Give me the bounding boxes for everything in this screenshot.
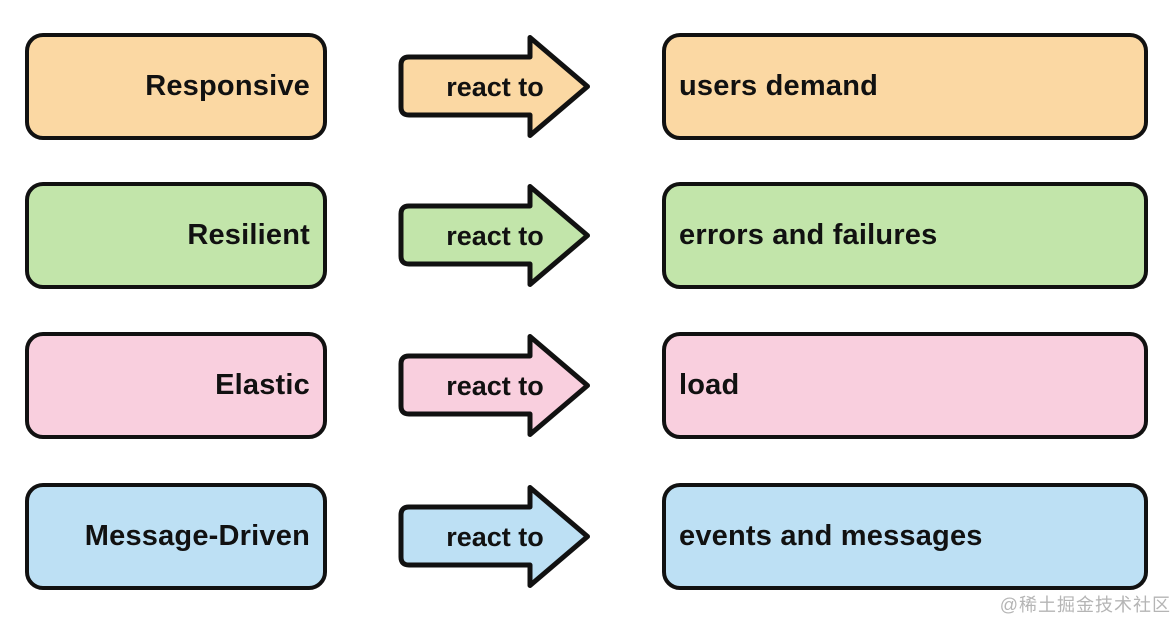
trait-label: Elastic [215, 369, 310, 401]
diagram-row: Elastic react to load [0, 332, 1176, 439]
diagram-row: Resilient react to errors and failures [0, 182, 1176, 289]
trait-box: Resilient [25, 182, 327, 289]
target-box: users demand [662, 33, 1148, 140]
trait-box: Responsive [25, 33, 327, 140]
target-box: events and messages [662, 483, 1148, 590]
arrow-shape [398, 485, 590, 588]
arrow-shape [398, 184, 590, 287]
react-to-arrow: react to [398, 35, 590, 138]
target-box: load [662, 332, 1148, 439]
target-label: users demand [679, 70, 879, 102]
arrow-label: react to [446, 371, 544, 401]
target-label: events and messages [679, 520, 983, 552]
trait-label: Message-Driven [84, 520, 310, 552]
arrow-shape [398, 334, 590, 437]
watermark: @稀土掘金技术社区 [999, 595, 1171, 615]
trait-box: Message-Driven [25, 483, 327, 590]
target-box: errors and failures [662, 182, 1148, 289]
arrow-label: react to [446, 522, 544, 552]
react-to-arrow: react to [398, 184, 590, 287]
trait-box: Elastic [25, 332, 327, 439]
react-to-arrow: react to [398, 485, 590, 588]
target-label: errors and failures [679, 219, 938, 251]
trait-label: Resilient [187, 219, 310, 251]
diagram-row: Message-Driven react to events and messa… [0, 483, 1176, 590]
arrow-label: react to [446, 221, 544, 251]
trait-label: Responsive [145, 70, 310, 102]
target-label: load [679, 369, 740, 401]
arrow-label: react to [446, 72, 544, 102]
arrow-shape [398, 35, 590, 138]
diagram-row: Responsive react to users demand [0, 33, 1176, 140]
react-to-arrow: react to [398, 334, 590, 437]
